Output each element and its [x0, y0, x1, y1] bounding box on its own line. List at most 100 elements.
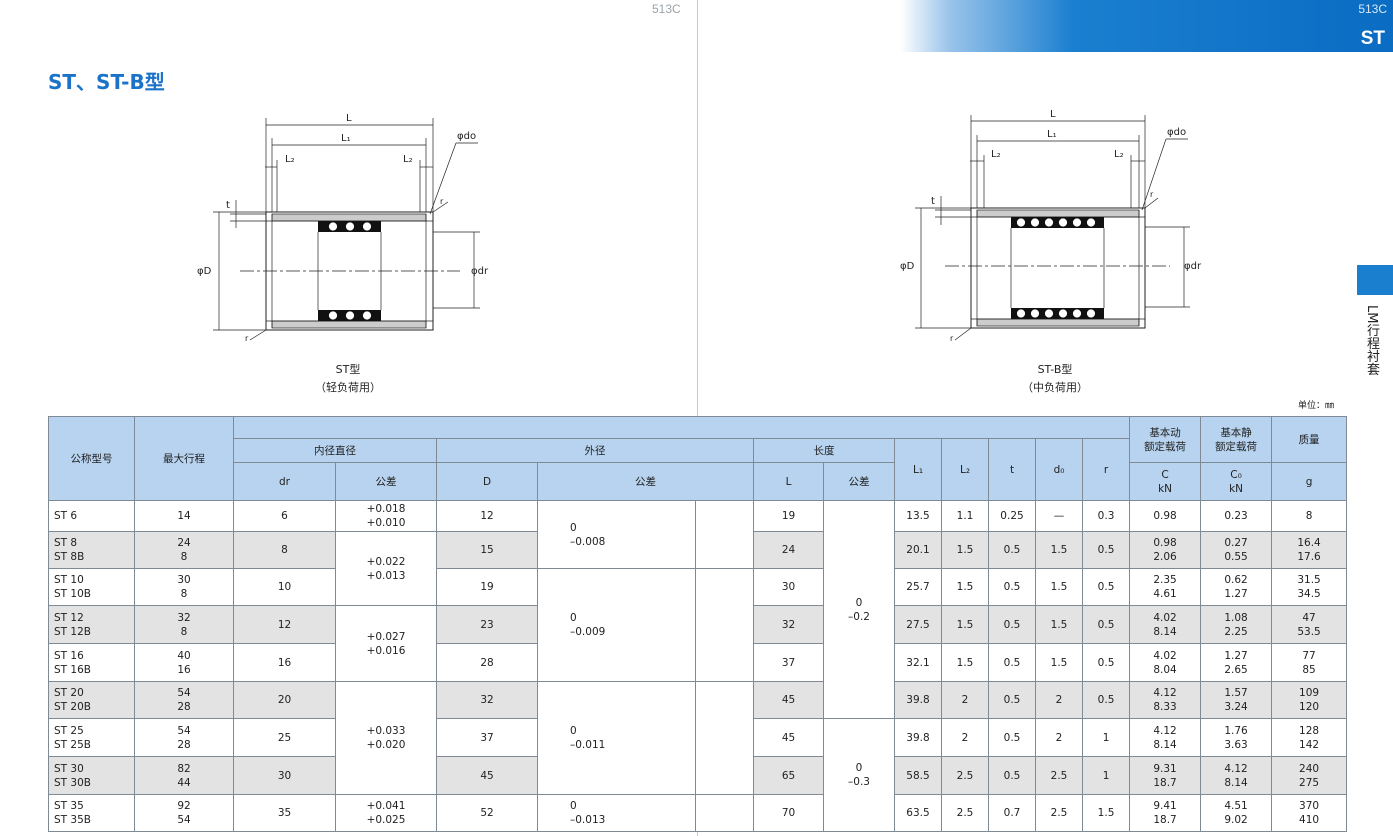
spec-table: 公称型号 最大行程 基本动 额定载荷 基本静 额定载荷 质量 内径直径 外径 长… — [48, 416, 1348, 832]
cell-blank — [695, 794, 754, 832]
cell-do: 2.5 — [1035, 756, 1083, 795]
cell-t: 0.5 — [988, 756, 1036, 795]
page-title: ST、ST-B型 — [48, 70, 165, 94]
cell-dr: 20 — [233, 681, 336, 719]
cell-stroke: 14 — [134, 500, 234, 532]
cell-tol-dr: +0.022 +0.013 — [335, 531, 437, 606]
cell-tol-D: 0 –0.011 — [537, 681, 696, 795]
cell-tol-dr: +0.041 +0.025 — [335, 794, 437, 832]
st-b-bushing-drawing: L L₁ L₂ L₂ φdo t φD φdr r r — [900, 109, 1202, 343]
cell-L: 19 — [753, 500, 824, 532]
cell-stroke: 32 8 — [134, 605, 234, 644]
cell-dr: 16 — [233, 643, 336, 682]
cell-C0: 0.27 0.55 — [1200, 531, 1273, 569]
cell-C: 0.98 2.06 — [1129, 531, 1202, 569]
cell-stroke: 30 8 — [134, 568, 234, 606]
cell-do: 1.5 — [1035, 605, 1083, 644]
cell-C: 0.98 — [1129, 500, 1202, 532]
header-D: D — [436, 462, 538, 501]
cell-tol-dr: +0.018 +0.010 — [335, 500, 437, 532]
cell-mass: 240 275 — [1271, 756, 1348, 795]
cell-D: 32 — [436, 681, 538, 719]
dim-dr: φdr — [1184, 261, 1202, 272]
side-tab-label: LM行程衬套 — [1364, 305, 1379, 376]
cell-stroke: 24 8 — [134, 531, 234, 569]
header-C: C kN — [1129, 462, 1202, 501]
dim-r-top: r — [440, 197, 444, 206]
cell-t: 0.5 — [988, 605, 1036, 644]
right-page-number: 513C — [1358, 2, 1387, 16]
dim-t: t — [931, 196, 935, 207]
header-C0: C₀ kN — [1200, 462, 1273, 501]
cell-stroke: 82 44 — [134, 756, 234, 795]
cell-D: 19 — [436, 568, 538, 606]
cell-C: 4.12 8.14 — [1129, 718, 1202, 757]
header-L2: L₂ — [941, 438, 989, 501]
dim-L2-right: L₂ — [1114, 149, 1124, 160]
header-tol-D: 公差 — [537, 462, 754, 501]
cell-mass: 128 142 — [1271, 718, 1348, 757]
cell-r: 1 — [1081, 756, 1131, 795]
header-stroke: 最大行程 — [134, 416, 234, 501]
cell-C: 4.02 8.04 — [1129, 643, 1202, 682]
cell-tol-L: 0 –0.2 — [823, 500, 895, 719]
cell-r: 0.5 — [1081, 681, 1131, 719]
cell-blank — [695, 681, 754, 795]
header-stat-load: 基本静 额定载荷 — [1200, 416, 1273, 463]
cell-L: 32 — [753, 605, 824, 644]
cell-t: 0.5 — [988, 568, 1036, 606]
fig1-subcaption: （轻负荷用） — [315, 381, 381, 394]
cell-mass: 77 85 — [1271, 643, 1348, 682]
dim-L1: L₁ — [1047, 129, 1057, 140]
cell-L2: 2 — [941, 718, 989, 757]
dim-L: L — [346, 113, 352, 124]
cell-model: ST 30 ST 30B — [48, 756, 135, 795]
dim-r-top: r — [1150, 190, 1154, 199]
cell-D: 23 — [436, 605, 538, 644]
cell-C0: 4.51 9.02 — [1200, 794, 1273, 832]
dim-L2-left: L₂ — [285, 154, 295, 165]
header-tol-dr: 公差 — [335, 462, 437, 501]
header-inner-dia: 内径直径 — [233, 438, 437, 463]
st-bushing-drawing: L L₁ L₂ L₂ φdo t φD φdr r r — [197, 113, 489, 343]
cell-L2: 1.5 — [941, 643, 989, 682]
cell-t: 0.5 — [988, 718, 1036, 757]
unit-label: 单位：㎜ — [1298, 401, 1335, 411]
cell-L: 70 — [753, 794, 824, 832]
cell-dr: 30 — [233, 756, 336, 795]
cell-dr: 35 — [233, 794, 336, 832]
header-outer-dia: 外径 — [436, 438, 754, 463]
cell-D: 12 — [436, 500, 538, 532]
cell-mass: 47 53.5 — [1271, 605, 1348, 644]
cell-do: 1.5 — [1035, 643, 1083, 682]
cell-mass: 370 410 — [1271, 794, 1348, 832]
dim-L: L — [1050, 109, 1056, 120]
header-mass-unit: g — [1271, 462, 1348, 501]
cell-model: ST 12 ST 12B — [48, 605, 135, 644]
cell-L1: 63.5 — [894, 794, 942, 832]
cell-L: 30 — [753, 568, 824, 606]
cell-C: 9.31 18.7 — [1129, 756, 1202, 795]
cell-dr: 10 — [233, 568, 336, 606]
cell-L2: 1.5 — [941, 605, 989, 644]
cell-L: 45 — [753, 718, 824, 757]
cell-do: 2 — [1035, 681, 1083, 719]
cell-model: ST 8 ST 8B — [48, 531, 135, 569]
cell-model: ST 16 ST 16B — [48, 643, 135, 682]
header-length: 长度 — [753, 438, 895, 463]
fig2-caption: ST-B型 — [1037, 363, 1073, 376]
dim-L2-left: L₂ — [991, 149, 1001, 160]
cell-blank — [695, 568, 754, 682]
cell-dr: 8 — [233, 531, 336, 569]
cell-do: 2 — [1035, 718, 1083, 757]
cell-tol-L: 0 –0.3 — [823, 718, 895, 832]
cell-C0: 0.23 — [1200, 500, 1273, 532]
cell-r: 1 — [1081, 718, 1131, 757]
dim-do: φdo — [457, 131, 476, 142]
cell-C: 4.02 8.14 — [1129, 605, 1202, 644]
cell-r: 0.5 — [1081, 605, 1131, 644]
